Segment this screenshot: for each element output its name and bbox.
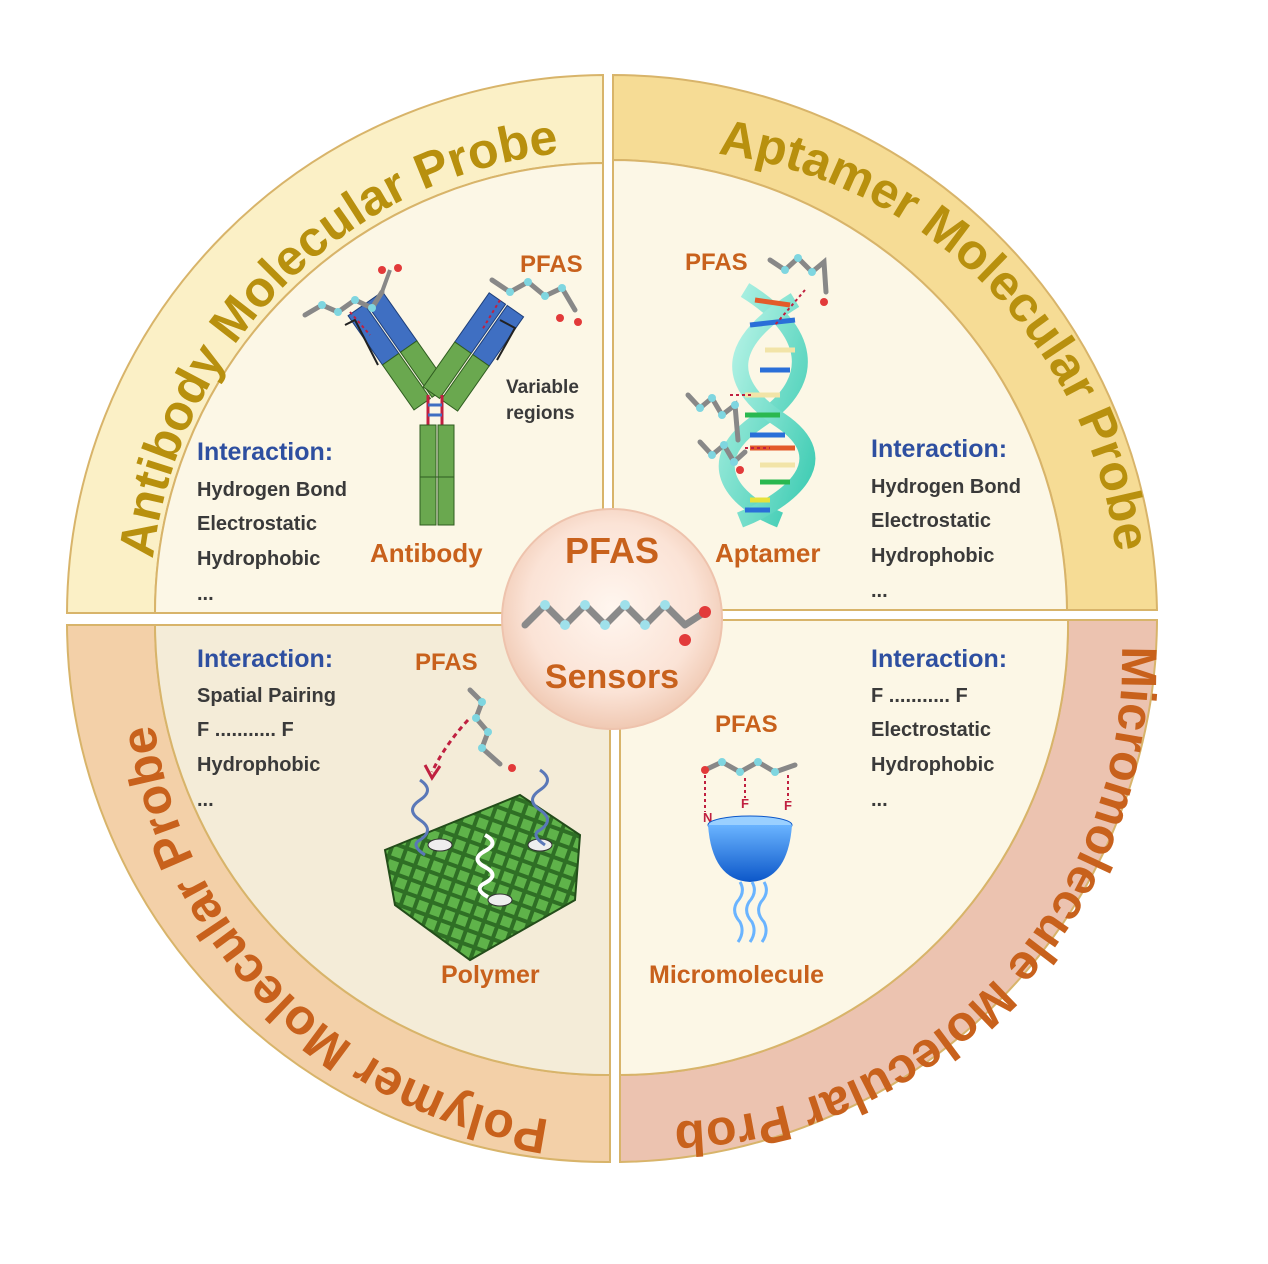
- antibody-interaction-item: Hydrogen Bond: [197, 479, 347, 501]
- variable-regions-label-1: Variable: [506, 377, 579, 398]
- micromolecule-quadrant: Interaction: F ........... F Electrostat…: [649, 645, 1007, 989]
- antibody-pfas-label: PFAS: [520, 251, 583, 278]
- polymer-interaction-item: Spatial Pairing: [197, 685, 336, 707]
- micromolecule-name: Micromolecule: [649, 961, 824, 989]
- cup-host-icon: [707, 815, 793, 943]
- micromolecule-interaction-item: Electrostatic: [871, 719, 991, 741]
- pfas-molecule-icon: [767, 254, 829, 326]
- pfas-molecule-icon: [685, 392, 752, 443]
- polymer-interaction-item: Hydrophobic: [197, 754, 320, 776]
- center-subtitle: Sensors: [545, 658, 679, 696]
- aptamer-interaction-item: Electrostatic: [871, 510, 991, 532]
- micromolecule-interaction-item: F ........... F: [871, 685, 968, 707]
- aptamer-interaction-item: Hydrophobic: [871, 545, 994, 567]
- pfas-molecule-icon: [481, 277, 582, 331]
- polymer-interaction-header: Interaction:: [197, 645, 333, 673]
- polymer-mesh-icon: [383, 768, 582, 962]
- inner-polymer: [153, 624, 611, 1077]
- aptamer-interaction-item: ...: [871, 580, 888, 602]
- variable-regions-label-2: regions: [506, 403, 575, 424]
- aptamer-interaction-item: Hydrogen Bond: [871, 476, 1021, 498]
- antibody-name: Antibody: [370, 538, 483, 568]
- polymer-quadrant: Interaction: Spatial Pairing F .........…: [197, 645, 582, 989]
- atom-label: F: [741, 796, 749, 811]
- polymer-interaction-item: ...: [197, 789, 214, 811]
- inner-aptamer: [612, 158, 1069, 611]
- atom-label: N: [703, 810, 712, 825]
- outer-ring: [65, 73, 1159, 1164]
- center-badge: PFAS Sensors: [501, 508, 723, 730]
- micromolecule-interaction-item: Hydrophobic: [871, 754, 994, 776]
- micromolecule-interaction-item: ...: [871, 789, 888, 811]
- antibody-interaction-item: Electrostatic: [197, 513, 317, 535]
- micromolecule-pfas-label: PFAS: [715, 711, 778, 738]
- antibody-interaction-header: Interaction:: [197, 438, 333, 466]
- inner-antibody: [153, 161, 604, 614]
- pfas-molecule-icon: [302, 264, 402, 336]
- atom-label: F: [784, 798, 792, 813]
- inner-micromolecule: [619, 619, 1070, 1077]
- antibody-interaction-item: ...: [197, 583, 214, 605]
- inner-quadrants: [153, 158, 1070, 1077]
- polymer-interaction-item: F ........... F: [197, 719, 294, 741]
- pfas-molecule-icon: [697, 439, 770, 474]
- aptamer-interaction-header: Interaction:: [871, 435, 1007, 463]
- aptamer-quadrant: PFAS Interaction: Hydrogen Bond Electros…: [685, 249, 1021, 602]
- center-title: PFAS: [565, 530, 659, 571]
- dna-helix-icon: [718, 283, 816, 528]
- polymer-name: Polymer: [441, 961, 540, 989]
- pfas-molecule-icon: [423, 687, 516, 781]
- pfas-molecule-icon: [701, 758, 798, 812]
- antibody-icon: [344, 290, 525, 526]
- pfas-molecule-icon: [521, 600, 711, 646]
- aptamer-pfas-label: PFAS: [685, 249, 748, 276]
- antibody-quadrant: PFAS Variable regions Interaction: Hydro…: [197, 251, 583, 605]
- aptamer-name: Aptamer: [715, 538, 820, 568]
- micromolecule-interaction-header: Interaction:: [871, 645, 1007, 673]
- antibody-interaction-item: Hydrophobic: [197, 548, 320, 570]
- polymer-pfas-label: PFAS: [415, 649, 478, 676]
